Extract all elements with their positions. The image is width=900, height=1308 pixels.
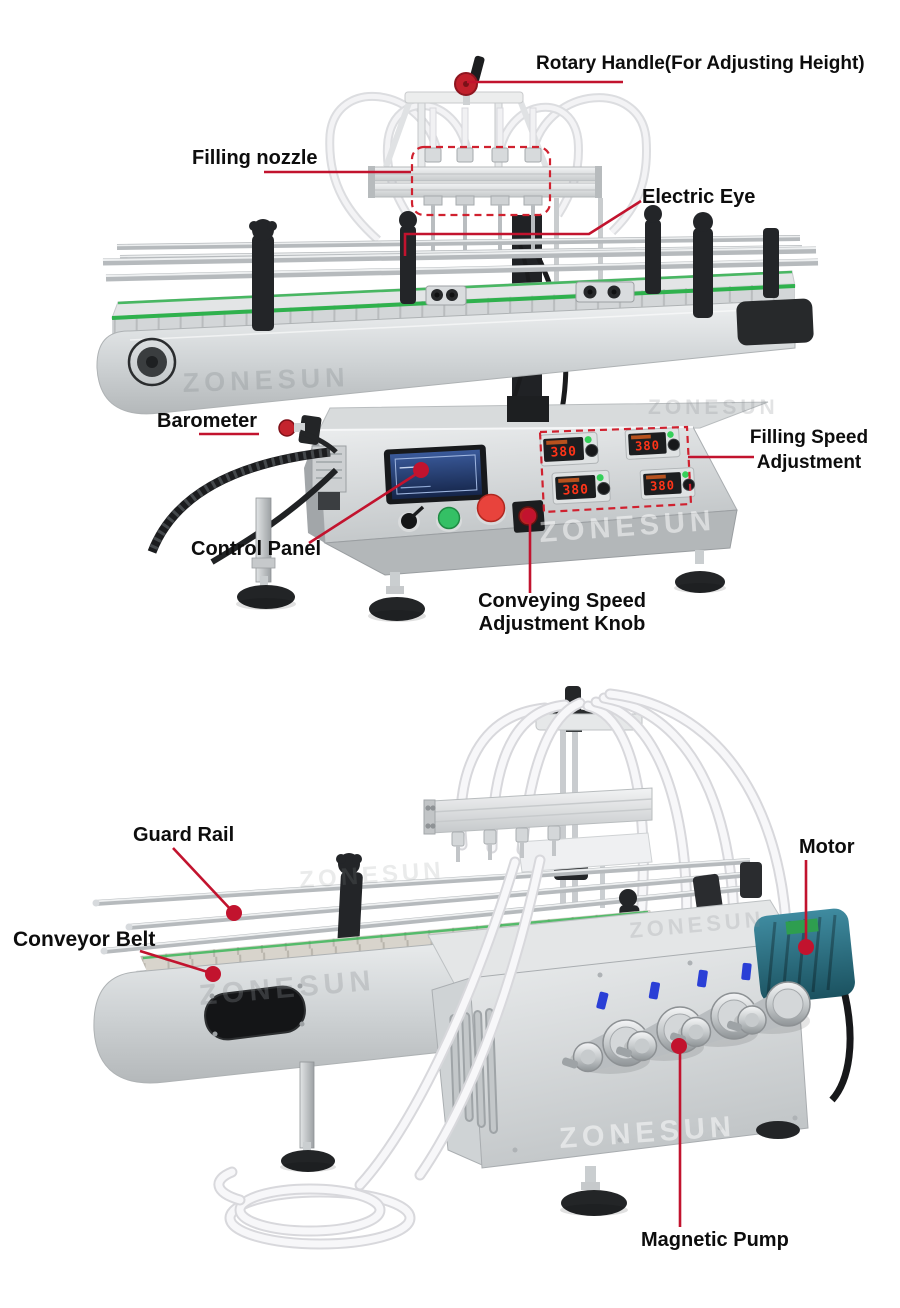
label-filling-speed-line2: Adjustment xyxy=(756,452,862,473)
conveyor-emblem xyxy=(127,337,177,387)
conveyor-side-window xyxy=(204,985,306,1041)
digital-display: 380 xyxy=(539,431,599,467)
label-magnetic-pump: Magnetic Pump xyxy=(641,1229,789,1251)
label-conveying-line1: Conveying Speed xyxy=(478,590,646,612)
power-switch xyxy=(398,505,425,532)
label-conveyor-belt: Conveyor Belt xyxy=(13,928,156,951)
magnetic-pump-unit xyxy=(726,981,811,1035)
highlight-box-displays xyxy=(538,425,693,514)
svg-text:ZONESUN: ZONESUN xyxy=(299,857,446,894)
motor xyxy=(754,908,855,1103)
stop-button xyxy=(476,493,506,525)
rail-brackets xyxy=(249,205,779,331)
magnetic-pumps xyxy=(561,962,811,1074)
label-rotary-handle: Rotary Handle(For Adjusting Height) xyxy=(536,53,865,74)
leader-dot-motor xyxy=(798,939,814,955)
filling-nozzles xyxy=(423,107,543,256)
electric-eye-sensor xyxy=(425,281,635,306)
svg-text:380: 380 xyxy=(650,478,676,493)
adjustable-feet xyxy=(236,497,726,622)
leader-dot-conveyor-belt xyxy=(205,966,221,982)
tube-labels xyxy=(596,962,752,1010)
annotation-overlays xyxy=(139,80,814,1227)
label-control-panel: Control Panel xyxy=(191,538,322,560)
label-motor: Motor xyxy=(799,836,855,858)
leader-conveyor-belt xyxy=(139,949,212,975)
figure-bottom-machine: ZONESUN ZONESUN ZONESUN ZONESUN xyxy=(92,686,855,1250)
rotary-handle xyxy=(454,55,485,105)
leader-guard-rail xyxy=(172,847,234,913)
leader-dot-control-panel xyxy=(413,462,429,478)
svg-text:380: 380 xyxy=(635,438,661,453)
svg-text:380: 380 xyxy=(550,444,577,460)
label-filling-nozzle: Filling nozzle xyxy=(192,147,318,169)
svg-text:ZONESUN: ZONESUN xyxy=(182,362,350,398)
leader-electric-eye xyxy=(403,199,642,256)
filling-head-tubes xyxy=(325,91,652,244)
highlight-box-nozzles xyxy=(410,145,552,217)
label-conveying-line2: Adjustment Knob xyxy=(478,613,646,635)
digital-display: 380 xyxy=(624,427,681,460)
label-electric-eye: Electric Eye xyxy=(642,186,756,208)
digital-display: 380 xyxy=(551,469,611,505)
label-filling-speed-line1: Filling Speed xyxy=(749,427,869,448)
label-guard-rail: Guard Rail xyxy=(133,824,235,846)
nozzle-bar xyxy=(368,166,602,198)
leader-dot-guard-rail xyxy=(226,905,242,921)
conveyor-drive-box xyxy=(736,298,814,346)
nozzle-bar-rear xyxy=(423,787,653,873)
leader-control-panel xyxy=(308,469,422,545)
svg-text:380: 380 xyxy=(562,482,589,498)
svg-text:ZONESUN: ZONESUN xyxy=(648,396,779,419)
label-filling-speed: Filling Speed Adjustment xyxy=(744,425,874,475)
leader-dot-conveying-knob xyxy=(522,509,536,523)
magnetic-pump-unit xyxy=(669,992,758,1048)
column-mount xyxy=(507,396,549,422)
touchscreen xyxy=(383,444,489,505)
tube-coil xyxy=(213,854,546,1250)
leader-dot-magnetic-pump xyxy=(671,1038,687,1054)
digital-display: 380 xyxy=(639,467,696,500)
start-button xyxy=(436,506,462,532)
label-barometer: Barometer xyxy=(157,410,258,432)
label-conveying-speed: Conveying Speed Adjustment Knob xyxy=(452,590,672,636)
adjustable-feet xyxy=(280,1061,800,1216)
figure-top-machine: 380 380 380 380 xyxy=(96,55,819,622)
